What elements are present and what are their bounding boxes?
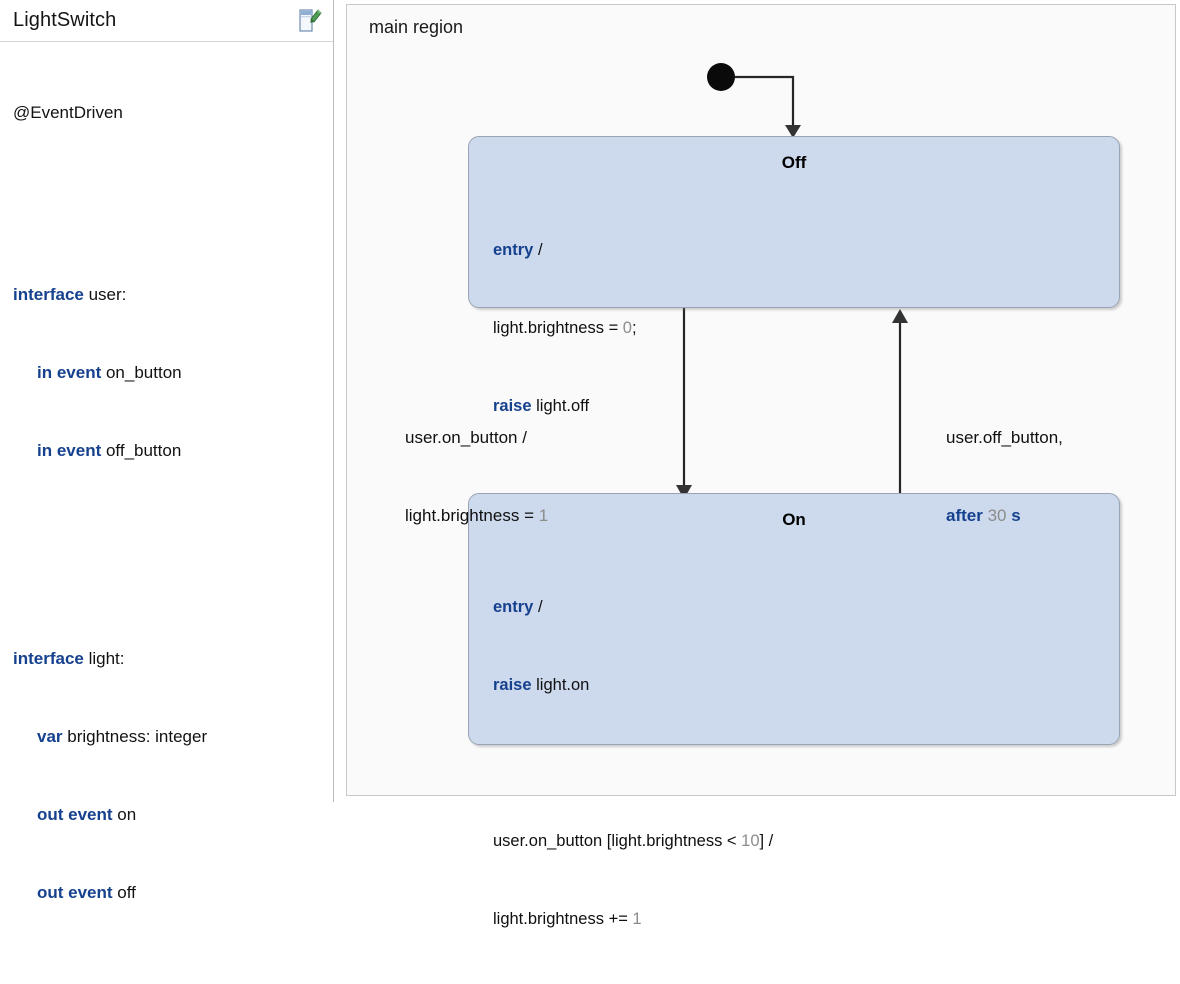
event-on-button-declaration: in event on_button [13,360,333,386]
state-on-entry-line: entry / [493,594,1119,620]
region-label: main region [369,17,464,37]
after-unit: s [1011,506,1021,525]
statechart-diagram-canvas[interactable]: main region Off entry / light.brightness… [346,4,1176,928]
transition-effect-value: 1 [538,506,549,525]
state-off-raise-line: raise light.off [493,393,1119,419]
document-edit-icon[interactable] [293,6,323,34]
local-reaction-assign: light.brightness += [493,910,633,928]
event-off-declaration: out event off [13,880,333,906]
assign-tail: ; [631,319,637,337]
event-off-button-name: off_button [101,441,182,460]
event-on-button-name: on_button [101,363,182,382]
assign-value: 0 [622,319,632,337]
keyword-out-event: out event [37,805,113,824]
raise-event: light.off [531,397,590,415]
blank-line [493,750,1119,776]
interface-light-name: light: [83,649,125,668]
keyword-raise: raise [493,397,532,415]
local-reaction-lhs: user.on_button [light.brightness < [493,832,742,850]
state-on[interactable]: On entry / raise light.on user.on_button… [468,493,1120,928]
keyword-interface: interface [13,649,84,668]
keyword-entry: entry [493,241,534,259]
interface-user-name: user: [83,285,127,304]
state-off-body: entry / light.brightness = 0; raise ligh… [493,185,1119,471]
event-on-name: on [112,805,137,824]
state-on-local-reaction-line: user.on_button [light.brightness < 10] / [493,828,1119,854]
transition-effect-lhs: light.brightness = [405,506,539,525]
definition-source-text[interactable]: @EventDriven interface user: in event on… [0,43,333,958]
event-off-name: off [112,883,136,902]
var-brightness-name: brightness: integer [62,727,208,746]
keyword-in-event: in event [37,363,102,382]
entry-slash: / [533,598,543,616]
state-on-body: entry / raise light.on user.on_button [l… [493,542,1119,984]
raise-event: light.on [531,676,590,694]
keyword-in-event: in event [37,441,102,460]
initial-state-node [707,63,735,91]
blank-line [13,178,333,204]
keyword-entry: entry [493,598,534,616]
keyword-var: var [37,727,63,746]
local-reaction-mid: ] / [759,832,774,850]
state-on-raise-line: raise light.on [493,672,1119,698]
assign-lhs: light.brightness = [493,319,623,337]
event-on-declaration: out event on [13,802,333,828]
after-value: 30 [982,506,1012,525]
state-off-entry-line: entry / [493,237,1119,263]
transition-trigger: user.off_button, [946,428,1063,447]
transition-trigger: user.on_button / [405,428,527,447]
keyword-out-event: out event [37,883,113,902]
var-brightness-declaration: var brightness: integer [13,724,333,750]
state-off[interactable]: Off entry / light.brightness = 0; raise … [468,136,1120,415]
annotation-line: @EventDriven [13,103,123,122]
event-off-button-declaration: in event off_button [13,438,333,464]
blank-line [13,542,333,568]
statechart-definition-panel[interactable]: LightSwitch @EventDriven interface user:… [0,0,334,902]
definition-panel-header: LightSwitch [0,0,333,42]
keyword-interface: interface [13,285,84,304]
state-off-assign-line: light.brightness = 0; [493,315,1119,341]
page-title: LightSwitch [13,9,117,31]
transition-effect: light.brightness = 1 [405,503,548,529]
transition-after-clause: after 30 s [946,503,1063,529]
interface-user-declaration: interface user: [13,282,333,308]
local-reaction-value: 10 [741,832,760,850]
state-on-local-reaction-effect: light.brightness += 1 [493,906,1119,932]
transition-label-on-to-off[interactable]: user.off_button, after 30 s [946,373,1063,581]
interface-light-declaration: interface light: [13,646,333,672]
state-on-name: On [782,510,806,529]
state-off-name: Off [781,153,807,172]
entry-slash: / [533,241,543,259]
keyword-after: after [946,506,983,525]
keyword-raise: raise [493,676,532,694]
transition-label-off-to-on[interactable]: user.on_button / light.brightness = 1 [405,373,548,581]
local-reaction-amount: 1 [632,910,642,928]
